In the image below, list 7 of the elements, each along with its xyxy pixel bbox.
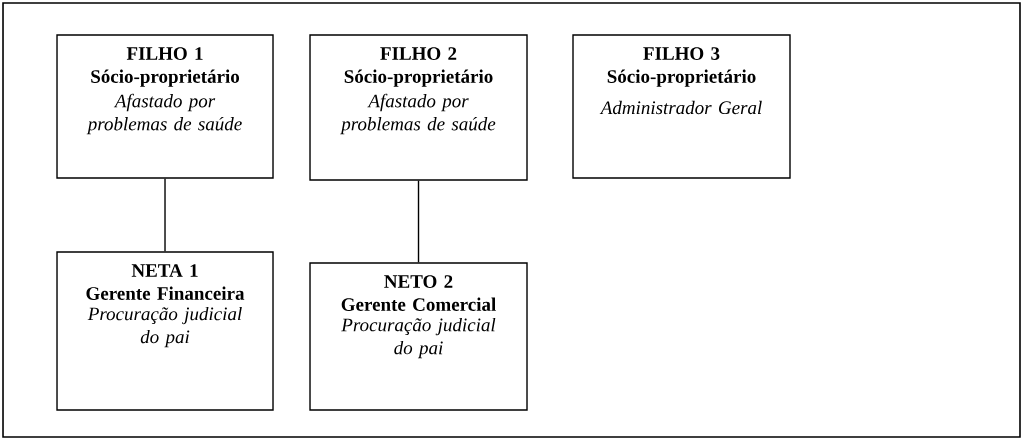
connector-line	[164, 178, 166, 252]
person-box: NETO 2 Gerente Comercial Procuração judicial do pai	[309, 262, 528, 411]
person-box: FILHO 2 Sócio-proprietário Afastado por problemas de saúde	[309, 34, 528, 181]
connector-line	[417, 180, 420, 263]
person-box: NETA 1 Gerente Financeira Procuração judicial do pai	[56, 251, 274, 411]
person-box: FILHO 3 Sócio-proprietário Administrador Geral	[572, 34, 791, 179]
person-box: FILHO 1 Sócio-proprietário Afastado por problemas de saúde	[56, 34, 274, 179]
